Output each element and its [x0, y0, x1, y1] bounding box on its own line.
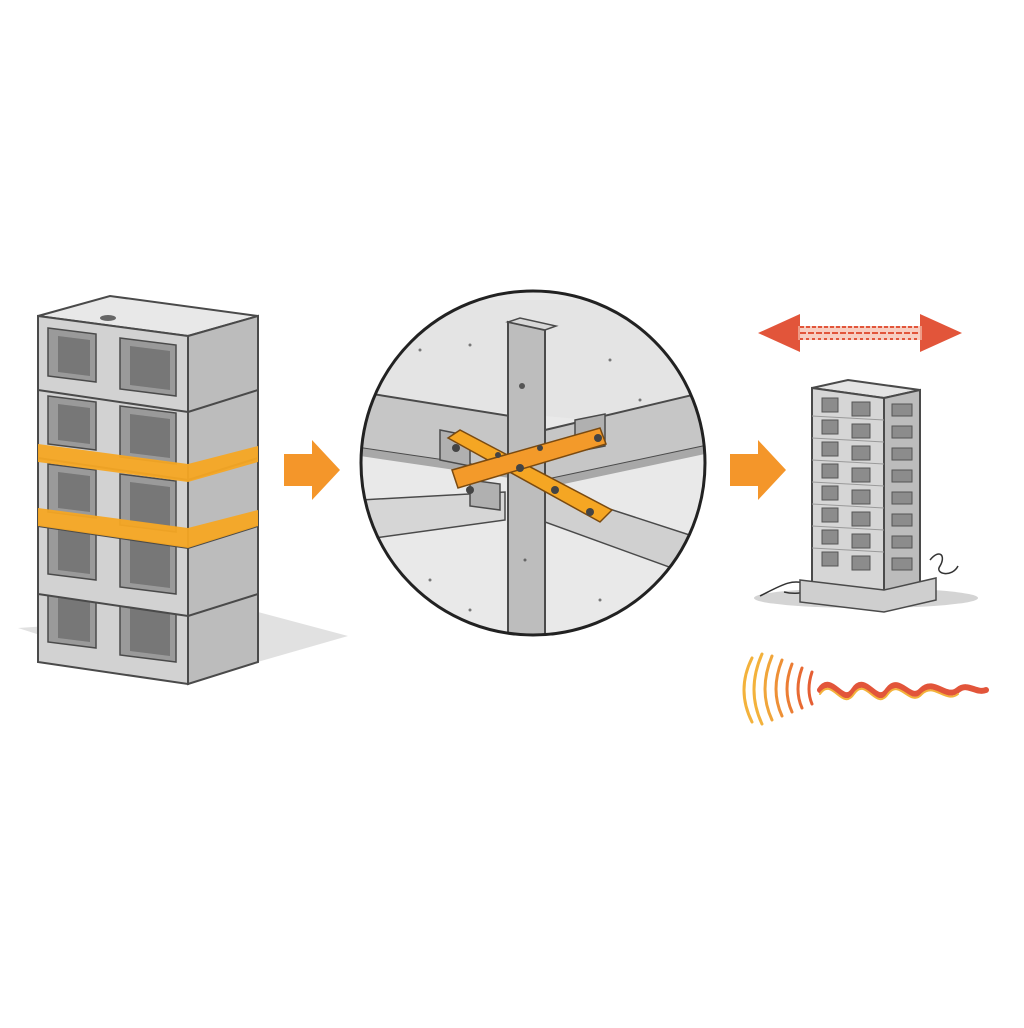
tower-building — [754, 378, 978, 613]
reinforcement-band — [38, 444, 258, 482]
reinforcement-band — [38, 508, 258, 548]
seismic-wave-icon — [742, 652, 989, 726]
cross-brace — [451, 427, 607, 489]
joint-detail — [359, 289, 707, 637]
double-arrow-icon — [758, 314, 962, 352]
flow-arrow-icon — [284, 440, 340, 500]
stacked-blocks — [18, 294, 348, 686]
building-windows — [821, 397, 913, 571]
concrete-block — [37, 294, 259, 414]
cross-brace — [446, 429, 614, 523]
flow-arrow-icon — [730, 440, 786, 500]
